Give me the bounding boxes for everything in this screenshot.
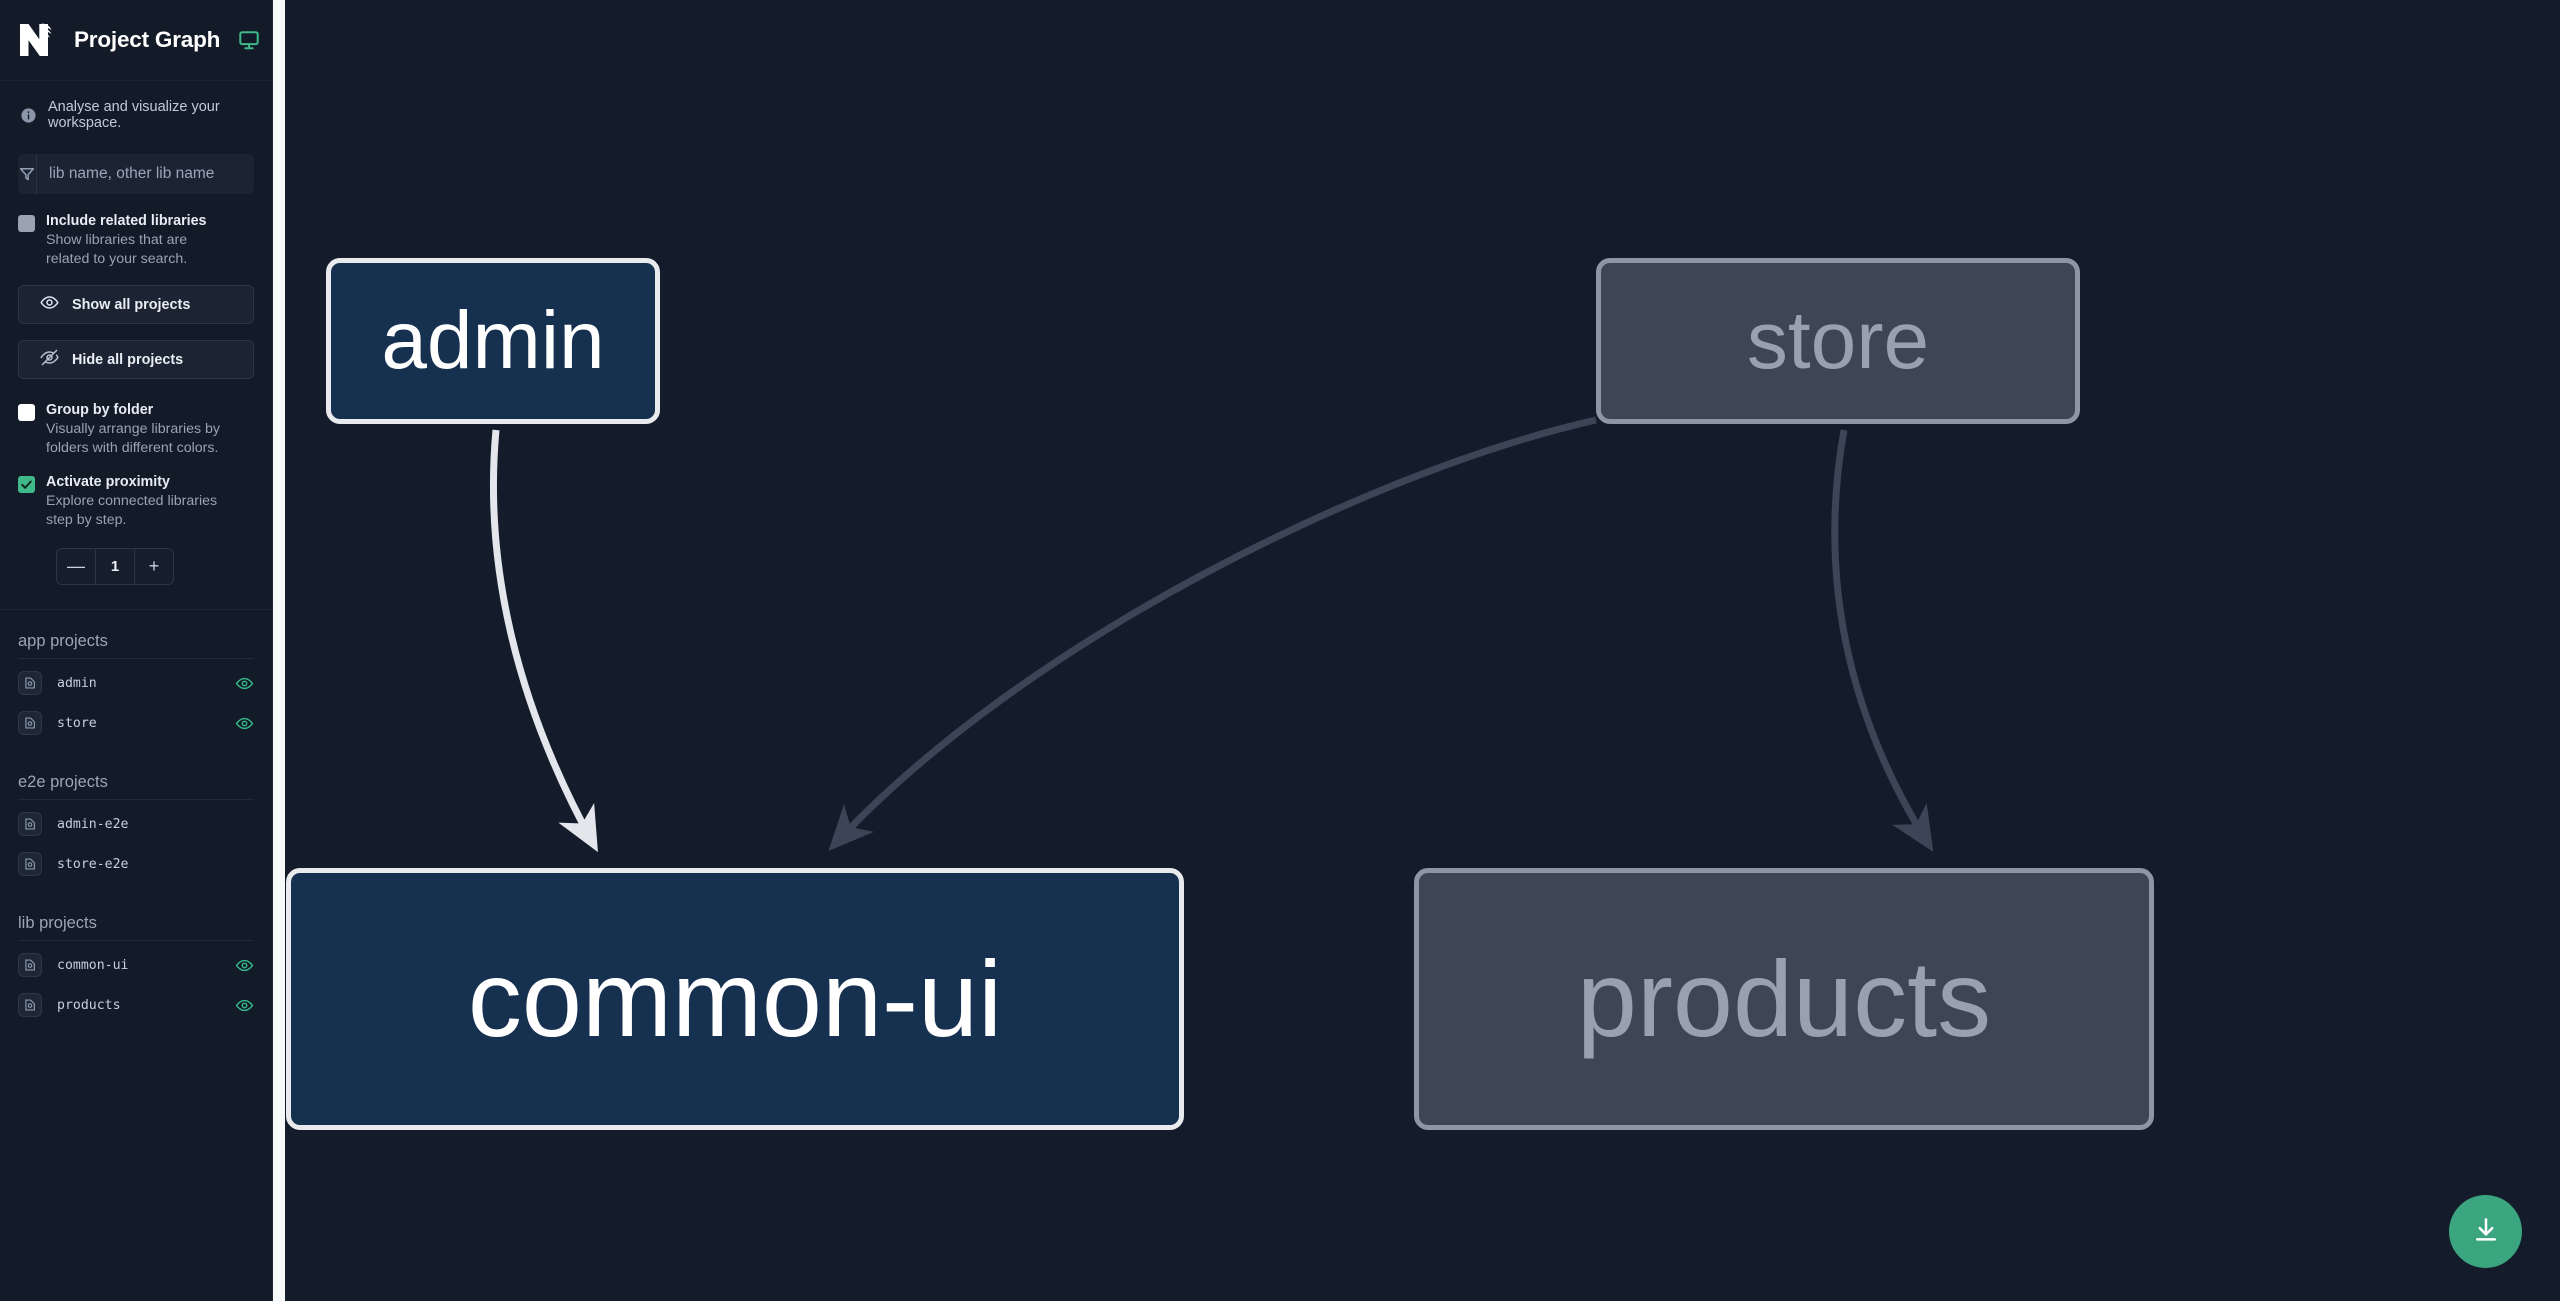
option-text-group: Activate proximity Explore connected lib… bbox=[46, 473, 231, 530]
option-title: Include related libraries bbox=[46, 213, 207, 229]
filter-icon-cell bbox=[18, 154, 37, 194]
project-name: common-ui bbox=[57, 957, 129, 973]
project-name: store bbox=[57, 715, 97, 731]
proximity-increment-button[interactable]: + bbox=[148, 556, 160, 577]
project-row-admin[interactable]: admin bbox=[18, 663, 254, 703]
hide-all-projects-button[interactable]: Hide all projects bbox=[18, 340, 254, 380]
graph-node-label: common-ui bbox=[467, 938, 1003, 1059]
hide-all-projects-label: Hide all projects bbox=[72, 351, 184, 368]
option-group-by-folder[interactable]: Group by folder Visually arrange librari… bbox=[0, 401, 272, 458]
section-title-app-projects: app projects bbox=[18, 610, 254, 660]
option-description: Visually arrange libraries by folders wi… bbox=[46, 421, 221, 457]
project-row-store-e2e[interactable]: store-e2e bbox=[18, 844, 254, 884]
graph-node-label: admin bbox=[381, 295, 605, 386]
sidebar-divider bbox=[0, 609, 272, 611]
graph-node-label: store bbox=[1746, 295, 1930, 386]
sidebar-header: Project Graph bbox=[0, 0, 272, 81]
project-name: store-e2e bbox=[57, 856, 129, 872]
monitor-icon[interactable] bbox=[238, 29, 260, 51]
sidebar-scrollbar[interactable] bbox=[273, 0, 285, 1301]
project-icon bbox=[18, 852, 42, 877]
option-activate-proximity[interactable]: Activate proximity Explore connected lib… bbox=[0, 473, 272, 530]
project-row-products[interactable]: products bbox=[18, 985, 254, 1025]
option-text-group: Group by folder Visually arrange librari… bbox=[46, 401, 231, 458]
option-include-related-libraries[interactable]: Include related libraries Show libraries… bbox=[0, 212, 272, 269]
option-title: Activate proximity bbox=[46, 474, 170, 491]
eye-off-icon bbox=[40, 348, 59, 371]
proximity-stepper[interactable]: — 1 + bbox=[56, 548, 174, 586]
section-title-e2e-projects: e2e projects bbox=[18, 743, 254, 801]
project-sections: app projects admin bbox=[0, 610, 272, 1025]
project-icon bbox=[18, 812, 42, 837]
option-description: Show libraries that are related to your … bbox=[46, 232, 188, 268]
project-visibility-icon[interactable] bbox=[235, 956, 254, 975]
tagline: Analyse and visualize your workspace. bbox=[0, 81, 272, 131]
graph-canvas[interactable]: admin store common-ui products bbox=[273, 0, 2560, 1301]
eye-icon bbox=[40, 293, 59, 316]
download-icon bbox=[2471, 1215, 2501, 1248]
option-text-group: Include related libraries Show libraries… bbox=[46, 212, 231, 269]
download-image-button[interactable] bbox=[2449, 1195, 2522, 1268]
edge-store-to-common-ui bbox=[828, 416, 1597, 851]
project-icon bbox=[18, 671, 42, 696]
project-name: products bbox=[57, 997, 121, 1013]
edge-admin-to-common-ui bbox=[489, 429, 598, 853]
show-all-projects-button[interactable]: Show all projects bbox=[18, 285, 254, 325]
checkbox-activate-proximity[interactable] bbox=[18, 476, 35, 494]
show-all-projects-label: Show all projects bbox=[72, 296, 191, 313]
funnel-icon bbox=[18, 165, 36, 183]
tagline-text: Analyse and visualize your workspace. bbox=[48, 99, 220, 131]
edge-store-to-products bbox=[1831, 429, 1934, 852]
graph-node-common-ui[interactable]: common-ui bbox=[286, 868, 1184, 1130]
checkbox-include-related-libraries[interactable] bbox=[18, 215, 35, 232]
sidebar: Project Graph Analyse and visualize your… bbox=[0, 0, 273, 1301]
project-icon bbox=[18, 953, 42, 978]
project-visibility-icon[interactable] bbox=[235, 996, 254, 1015]
project-name: admin-e2e bbox=[57, 816, 129, 832]
proximity-value: 1 bbox=[95, 549, 135, 585]
graph-node-label: products bbox=[1576, 938, 1992, 1059]
section-title-lib-projects: lib projects bbox=[18, 884, 254, 942]
project-row-store[interactable]: store bbox=[18, 703, 254, 743]
graph-edges bbox=[489, 416, 1934, 853]
graph-node-products[interactable]: products bbox=[1414, 868, 2154, 1130]
search-input[interactable] bbox=[37, 154, 254, 194]
proximity-decrement-button[interactable]: — bbox=[67, 556, 85, 577]
project-visibility-icon[interactable] bbox=[235, 674, 254, 693]
option-title: Group by folder bbox=[46, 402, 154, 419]
graph-node-store[interactable]: store bbox=[1596, 258, 2080, 424]
graph-node-admin[interactable]: admin bbox=[326, 258, 660, 424]
project-visibility-icon[interactable] bbox=[235, 714, 254, 733]
project-row-admin-e2e[interactable]: admin-e2e bbox=[18, 804, 254, 844]
nx-logo bbox=[18, 20, 60, 60]
option-description: Explore connected libraries step by step… bbox=[46, 493, 218, 529]
project-name: admin bbox=[57, 675, 97, 691]
project-icon bbox=[18, 711, 42, 736]
project-row-common-ui[interactable]: common-ui bbox=[18, 945, 254, 985]
checkbox-group-by-folder[interactable] bbox=[18, 404, 35, 422]
search-box[interactable] bbox=[18, 154, 254, 194]
info-icon bbox=[20, 107, 37, 124]
project-icon bbox=[18, 993, 42, 1018]
page-title: Project Graph bbox=[74, 27, 221, 52]
